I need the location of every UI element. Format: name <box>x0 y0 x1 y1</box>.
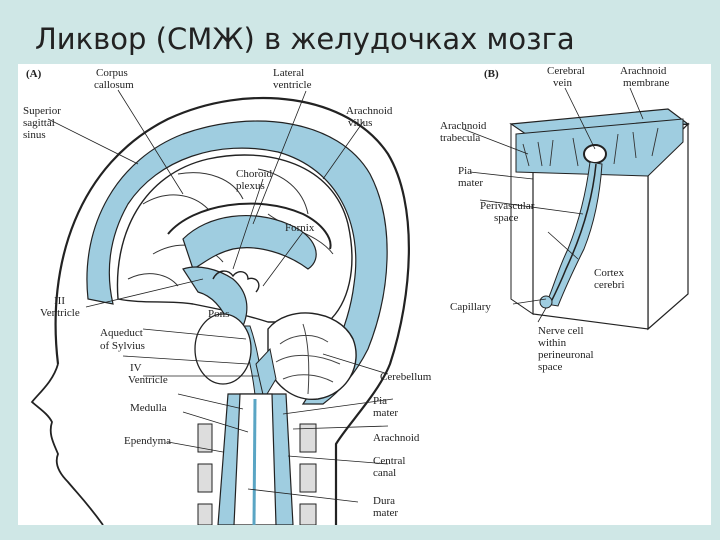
skull-outline <box>54 96 410 525</box>
label-third-ventricle-2: Ventricle <box>40 307 80 319</box>
corpus-callosum <box>167 202 332 250</box>
label-arachnoid-villus-1: Arachnoid <box>346 105 393 117</box>
label-central-canal-2: canal <box>373 467 396 479</box>
label-pia-mater-a-2: mater <box>373 407 398 419</box>
cerebellum-folia <box>275 323 341 395</box>
panel-b-tag: (B) <box>484 68 499 80</box>
label-capillary: Capillary <box>450 301 491 313</box>
label-nerve-cell-2: within <box>538 337 567 349</box>
perivascular-vessel <box>545 161 603 307</box>
label-cortex-cerebri-1: Cortex <box>594 267 624 279</box>
panel-a-brain-sagittal: (A) Corpus callosum Lateral ventricle Su… <box>23 67 432 525</box>
lateral-ventricle <box>182 214 317 270</box>
label-arachnoid-trabecula-2: trabecula <box>440 132 480 144</box>
label-lateral-ventricle-1: Lateral <box>273 67 304 79</box>
anatomy-diagram: (A) Corpus callosum Lateral ventricle Su… <box>23 65 690 525</box>
label-arachnoid: Arachnoid <box>373 432 420 444</box>
diagram-panel: (A) Corpus callosum Lateral ventricle Su… <box>18 64 711 525</box>
label-superior-sinus-1: Superior <box>23 105 61 117</box>
label-pons: Pons <box>208 308 229 320</box>
label-lateral-ventricle-2: ventricle <box>273 79 312 91</box>
subarachnoid-space <box>86 120 388 405</box>
label-nerve-cell-3: perineuronal <box>538 349 594 361</box>
leader-lines-a <box>47 89 394 503</box>
label-arachnoid-villus-2: villus <box>348 117 372 129</box>
label-pia-mater-b-1: Pia <box>458 165 472 177</box>
trabecula-lines <box>522 127 659 167</box>
nerve-cell <box>539 295 553 309</box>
choroid-plexus <box>212 270 260 293</box>
label-fornix: Fornix <box>285 222 315 234</box>
vertebrae <box>197 423 317 525</box>
label-dura-mater-1: Dura <box>373 495 395 507</box>
label-arachnoid-membrane-2: membrane <box>623 77 670 89</box>
label-central-canal-1: Central <box>373 455 405 467</box>
label-nerve-cell-4: space <box>538 361 563 373</box>
panel-b-cortex-block: (B) Cerebral vein Arachnoid membrane Ara… <box>440 65 690 373</box>
vessel-core <box>549 163 597 305</box>
cerebral-vein <box>583 144 607 164</box>
fourth-ventricle <box>255 347 277 401</box>
face-profile <box>30 363 104 525</box>
label-cerebral-vein-1: Cerebral <box>547 65 585 77</box>
label-cerebellum: Cerebellum <box>380 371 432 383</box>
label-fourth-ventricle-2: Ventricle <box>128 374 168 386</box>
label-perivascular-space-1: Perivascular <box>480 200 535 212</box>
label-nerve-cell-1: Nerve cell <box>538 325 584 337</box>
label-superior-sinus-3: sinus <box>23 129 46 141</box>
label-fourth-ventricle-1: IV <box>130 362 142 374</box>
label-choroid-plexus-2: plexus <box>236 180 265 192</box>
label-dura-mater-2: mater <box>373 507 398 519</box>
label-choroid-plexus-1: Choroid <box>236 168 273 180</box>
label-medulla: Medulla <box>130 402 167 414</box>
panel-a-tag: (A) <box>26 68 42 80</box>
leader-lines-b <box>462 87 644 323</box>
label-ependyma: Ependyma <box>124 435 171 447</box>
label-arachnoid-trabecula-1: Arachnoid <box>440 120 487 132</box>
label-aqueduct-1: Aqueduct <box>100 327 143 339</box>
label-arachnoid-membrane-1: Arachnoid <box>620 65 667 77</box>
label-third-ventricle-1: III <box>54 295 65 307</box>
third-ventricle <box>182 266 248 327</box>
label-pia-mater-a-1: Pia <box>373 395 387 407</box>
label-corpus-callosum-1: Corpus <box>96 67 128 79</box>
pons <box>194 313 252 385</box>
label-cortex-cerebri-2: cerebri <box>594 279 625 291</box>
label-corpus-callosum-2: callosum <box>94 79 134 91</box>
label-superior-sinus-2: sagittal <box>23 117 55 129</box>
central-canal <box>252 398 257 525</box>
slide-title: Ликвор (СМЖ) в желудочках мозга <box>35 22 575 56</box>
label-cerebral-vein-2: vein <box>553 77 572 89</box>
label-aqueduct-2: of Sylvius <box>100 340 145 352</box>
label-perivascular-space-2: space <box>494 212 519 224</box>
label-pia-mater-b-2: mater <box>458 177 483 189</box>
